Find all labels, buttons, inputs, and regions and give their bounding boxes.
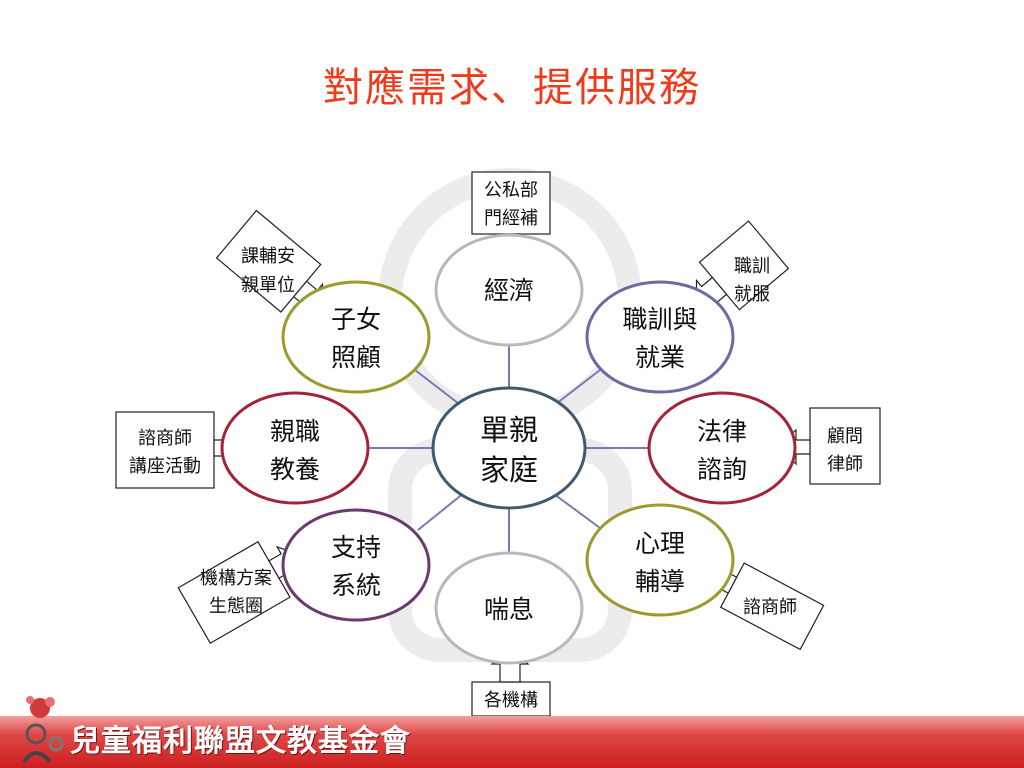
node-training-line1: 職訓與: [622, 305, 697, 334]
node-psych: 心理 輔導: [585, 503, 735, 617]
center-node-line1: 單親: [480, 413, 538, 447]
foundation-logo-icon: [22, 696, 64, 764]
node-legal-line2: 諮詢: [697, 455, 747, 484]
node-training-circle: [585, 280, 735, 394]
callout-support-line1: 機構方案: [200, 568, 272, 589]
node-support-circle: [281, 508, 431, 622]
page-title: 對應需求、提供服務: [323, 65, 701, 111]
node-childcare-circle: [281, 280, 431, 394]
callout-economy-box: [471, 171, 551, 235]
callout-childcare-line1: 課輔安: [241, 246, 295, 267]
callout-respite-line1: 各機構: [484, 690, 538, 711]
node-respite-circle: [434, 551, 584, 665]
node-childcare-line1: 子女: [331, 305, 381, 334]
node-legal-line1: 法律: [697, 417, 747, 446]
callout-support-box: [177, 540, 291, 645]
callout-psych-line1: 諮商師: [743, 597, 797, 618]
node-parenting-circle: [220, 391, 370, 505]
node-parenting-line1: 親職: [270, 417, 320, 446]
callout-respite-box: [471, 681, 551, 716]
callout-parenting-box: [115, 411, 215, 489]
callout-legal-box: [809, 407, 881, 485]
node-legal: 法律 諮詢: [647, 391, 797, 505]
node-psych-line2: 輔導: [635, 567, 685, 596]
node-support-line1: 支持: [331, 533, 381, 562]
callout-economy-line1: 公私部: [484, 180, 538, 201]
footer-band: [0, 716, 1024, 768]
node-parenting: 親職 教養: [220, 391, 370, 505]
node-legal-circle: [647, 391, 797, 505]
callout-legal-line1: 顧問: [827, 426, 863, 447]
callout-parenting-line2: 講座活動: [129, 456, 201, 477]
callout-economy-line2: 門經補: [484, 208, 538, 229]
callout-parenting-line1: 諮商師: [138, 428, 192, 449]
callout-legal-line2: 律師: [827, 454, 863, 475]
node-economy: 經濟: [434, 233, 584, 347]
center-node-line2: 家庭: [480, 453, 538, 487]
callout-training-line1: 職訓: [734, 256, 770, 277]
node-support-line2: 系統: [331, 571, 381, 600]
node-training: 職訓與 就業: [585, 280, 735, 394]
node-economy-line1: 經濟: [484, 276, 534, 305]
callout-training-line2: 就服: [734, 284, 770, 305]
callout-parenting: 諮商師 講座活動: [115, 411, 251, 489]
node-respite: 喘息: [434, 551, 584, 665]
node-center: 單親 家庭: [431, 386, 587, 510]
node-psych-line1: 心理: [635, 529, 685, 558]
footer-org-name: 兒童福利聯盟文教基金會: [70, 724, 411, 759]
callout-support-line2: 生態圈: [209, 596, 263, 617]
node-psych-circle: [585, 503, 735, 617]
center-node-circle: [431, 386, 587, 510]
node-economy-circle: [434, 233, 584, 347]
callout-childcare-line2: 親單位: [241, 275, 295, 296]
node-respite-line1: 喘息: [484, 595, 534, 624]
service-diagram: 公私部 門經補 職訓 就服 顧問 律師 諮商師 各機構 機構方案 生態圈 諮商師…: [115, 171, 881, 716]
node-childcare: 子女 照顧: [281, 280, 431, 394]
node-support: 支持 系統: [281, 508, 431, 622]
node-training-line2: 就業: [635, 343, 685, 372]
node-parenting-line2: 教養: [270, 455, 320, 484]
node-childcare-line2: 照顧: [331, 343, 381, 372]
callout-legal: 顧問 律師: [777, 407, 881, 485]
